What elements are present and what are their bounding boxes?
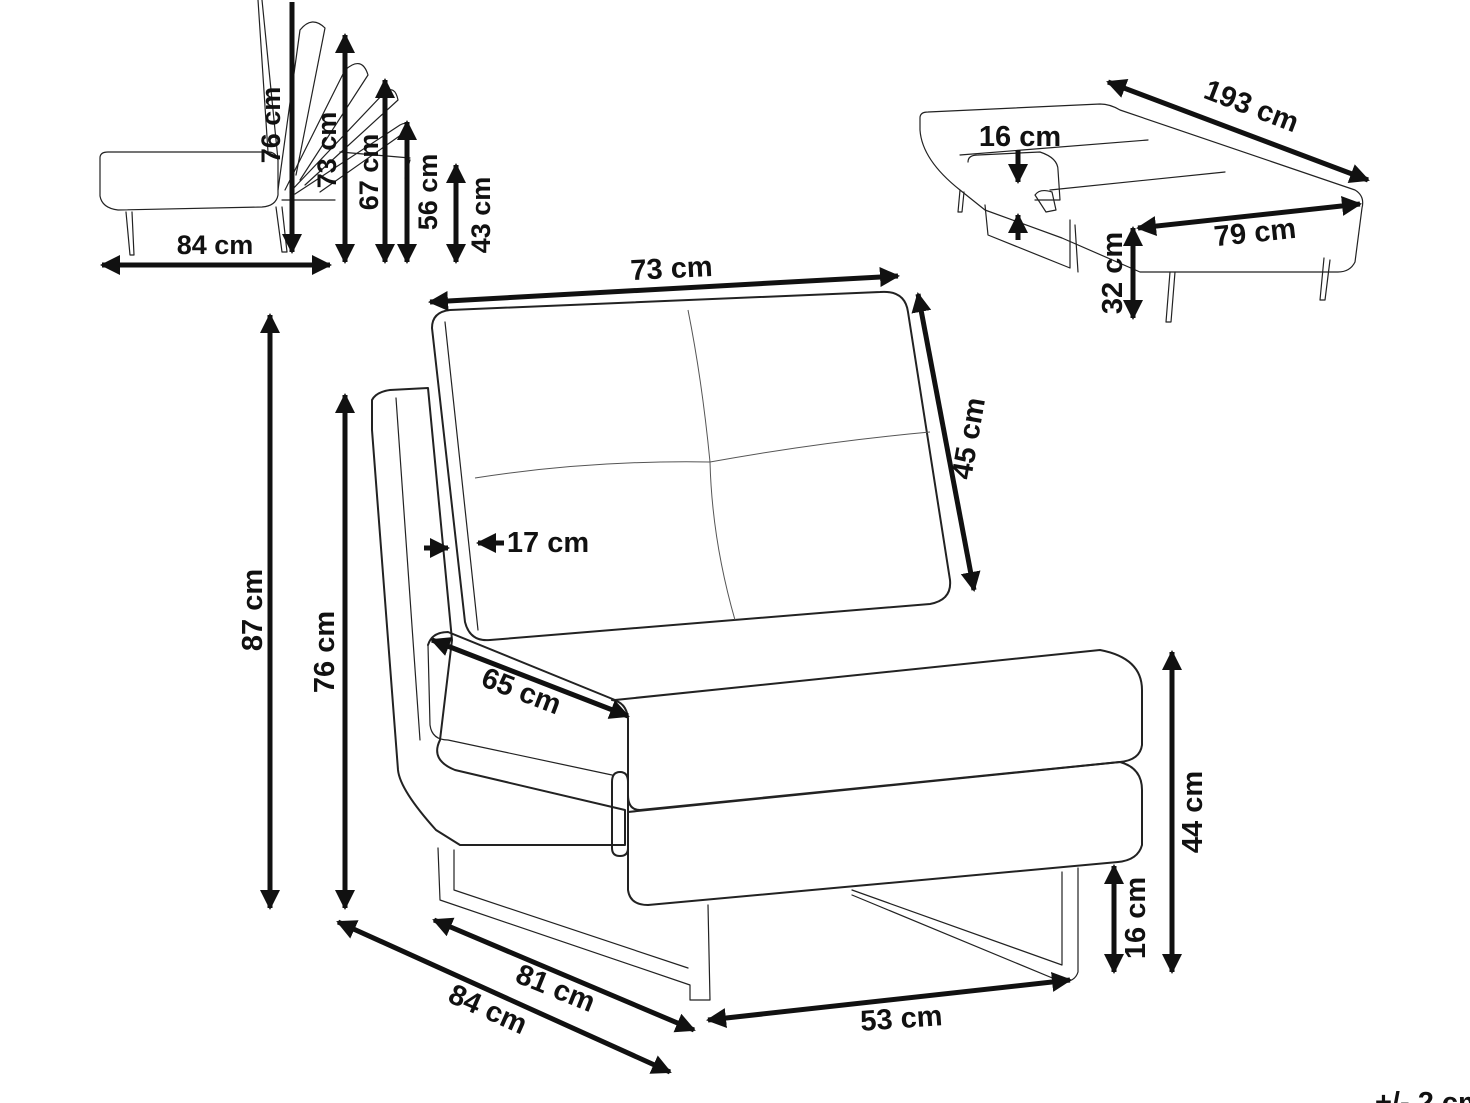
total-height-label: 87 cm	[237, 569, 269, 651]
backrest-height-arrow	[911, 292, 981, 592]
inner-width-arrow	[706, 972, 1072, 1028]
recline-depth-label: 84 cm	[177, 230, 254, 260]
backrest-width-arrow	[428, 267, 900, 311]
bed-length-arrow	[1106, 78, 1370, 184]
armchair-drawing	[371, 290, 1143, 1001]
total-depth-arrow	[336, 919, 672, 1075]
bed-length-label: 193 cm	[1200, 74, 1303, 139]
recline-height-label-3: 67 cm	[354, 134, 384, 211]
recline-height-label-4: 56 cm	[413, 154, 443, 231]
seat-depth-label: 65 cm	[477, 662, 565, 721]
recline-side-view: 84 cm 76 cm 73 cm 67 cm 56 cm 43 cm	[99, 0, 496, 275]
seat-cushion	[427, 631, 1143, 811]
armchair-view: 73 cm 45 cm 87 cm 76 cm 17 cm 65 cm 44 c…	[237, 251, 1209, 1075]
arm-height-label: 76 cm	[309, 611, 341, 693]
tolerance-note: +/- 2 cm	[1375, 1087, 1470, 1103]
bed-width-arrow	[1136, 195, 1362, 237]
seat-height-label: 44 cm	[1177, 771, 1209, 853]
bed-view: 193 cm 79 cm 32 cm 16 cm	[919, 74, 1370, 323]
side-handle	[611, 771, 629, 857]
backrest-height-label: 45 cm	[946, 395, 992, 482]
backrest-width-label: 73 cm	[630, 251, 714, 287]
mattress-thickness-label: 16 cm	[979, 121, 1061, 153]
bed-height-label: 32 cm	[1097, 232, 1129, 314]
side-panel	[371, 387, 626, 846]
base-frame	[627, 761, 1143, 906]
recline-height-label-5: 43 cm	[466, 177, 496, 254]
arm-thickness-label: 17 cm	[507, 527, 589, 559]
backrest-cushion	[431, 290, 952, 642]
recline-sofa-drawing	[99, 0, 411, 256]
recline-height-label-2: 73 cm	[312, 112, 342, 189]
recline-height-label-1: 76 cm	[256, 87, 286, 164]
leg-height-label: 16 cm	[1120, 877, 1152, 959]
inner-width-label: 53 cm	[859, 1000, 943, 1038]
seat-depth-arrow	[430, 637, 630, 719]
